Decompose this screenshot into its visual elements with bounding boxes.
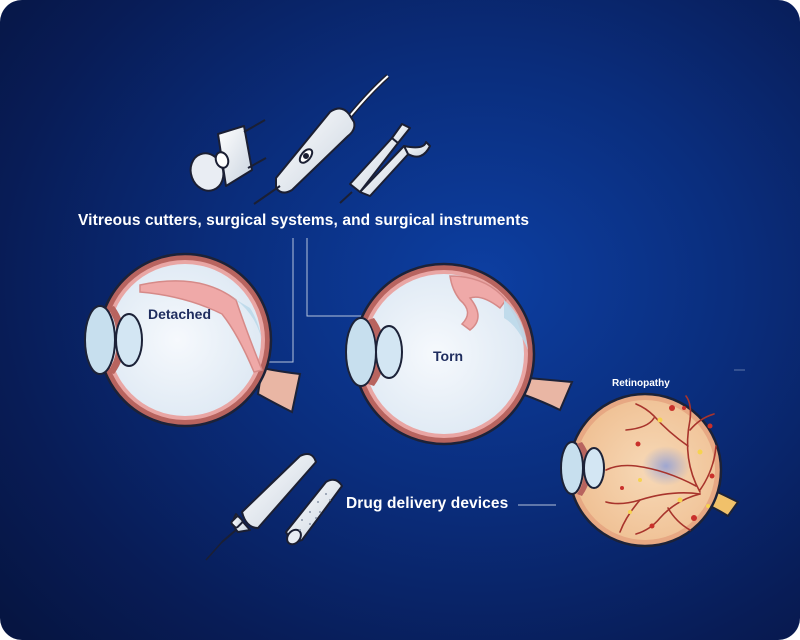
label-instruments: Vitreous cutters, surgical systems, and … bbox=[78, 212, 530, 229]
eye-torn-illustration bbox=[345, 262, 574, 446]
retinal-hemorrhages bbox=[620, 405, 715, 529]
vitreous-cutter-tip-icon bbox=[189, 119, 267, 192]
label-retinopathy: Retinopathy bbox=[612, 378, 670, 389]
torn-retina-flap bbox=[449, 275, 507, 331]
label-drug-delivery: Drug delivery devices bbox=[346, 495, 509, 512]
lens bbox=[375, 325, 403, 379]
cornea bbox=[560, 441, 584, 495]
drug-implant-rod-icon bbox=[285, 478, 343, 546]
optic-nerve bbox=[256, 366, 302, 414]
eye-retinopathy-illustration bbox=[560, 392, 740, 548]
eye-detached-illustration bbox=[84, 252, 302, 428]
blood-vessels bbox=[605, 395, 717, 535]
label-detached: Detached bbox=[148, 306, 212, 322]
label-torn: Torn bbox=[433, 348, 464, 364]
surgical-probe-icon bbox=[253, 74, 390, 205]
forceps-icon bbox=[339, 123, 431, 204]
detached-retina bbox=[139, 280, 264, 373]
macula bbox=[642, 446, 690, 486]
cornea bbox=[84, 305, 116, 375]
lens bbox=[115, 313, 143, 367]
optic-nerve bbox=[520, 376, 574, 412]
lens bbox=[583, 447, 605, 489]
cornea bbox=[345, 317, 377, 387]
exudates bbox=[628, 417, 710, 514]
injector-pen-icon bbox=[205, 453, 317, 561]
